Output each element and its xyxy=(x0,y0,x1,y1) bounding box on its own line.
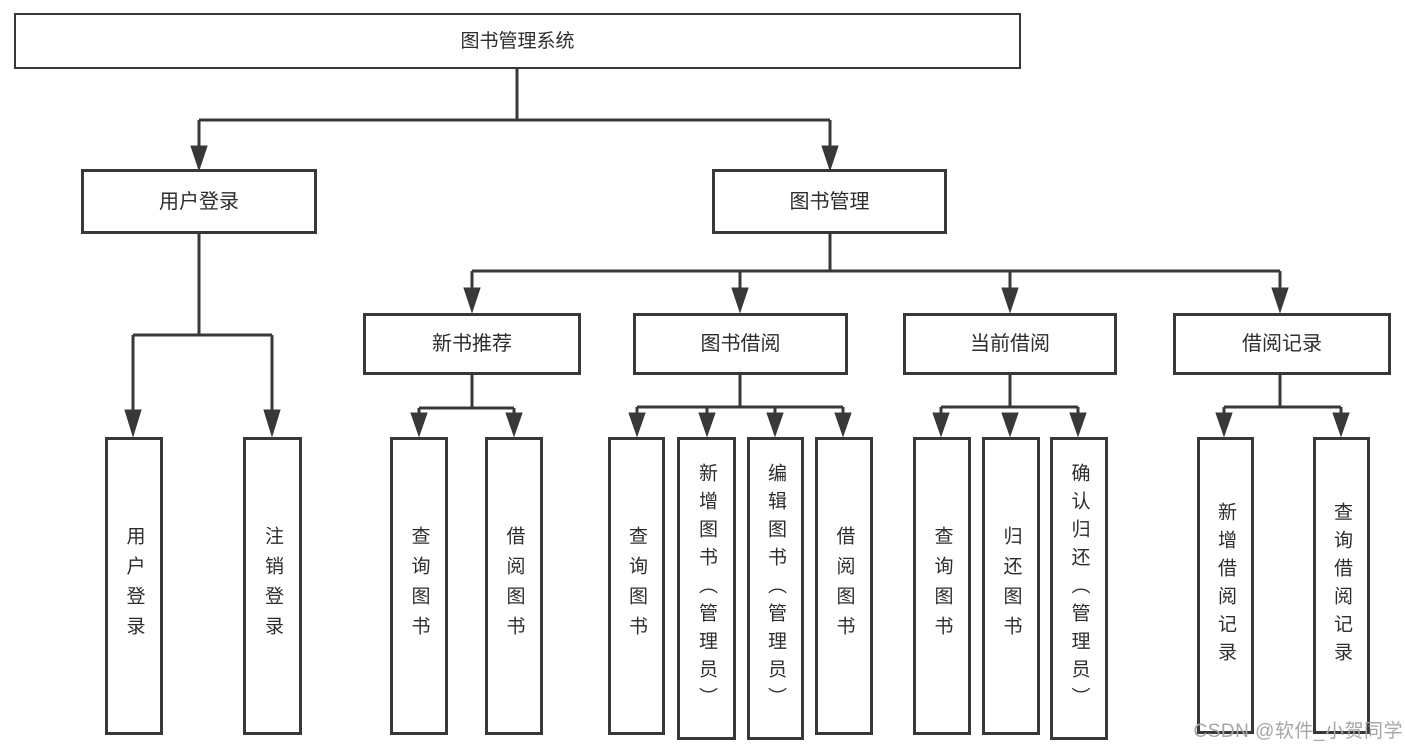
arrowhead-icon xyxy=(410,412,428,438)
arrowhead-icon xyxy=(834,412,852,438)
arrowhead-icon xyxy=(1332,412,1350,438)
arrowhead-icon xyxy=(628,412,646,438)
node-book-borrowing: 图书借阅 xyxy=(633,313,848,375)
leaf-add-borrow-record: 新增借阅记录 xyxy=(1197,437,1254,734)
arrowhead-icon xyxy=(1215,412,1233,438)
node-current-borrowing: 当前借阅 xyxy=(903,313,1117,375)
leaf-borrow-books-recommend: 借阅图书 xyxy=(485,437,543,735)
node-book-management: 图书管理 xyxy=(712,169,947,234)
leaf-add-books-admin: 新增图书（管理员） xyxy=(677,437,736,740)
arrowhead-icon xyxy=(766,412,784,438)
leaf-user-login: 用户登录 xyxy=(105,437,163,735)
arrowhead-icon xyxy=(731,287,749,314)
arrowhead-icon xyxy=(1069,412,1087,438)
node-borrowing-records: 借阅记录 xyxy=(1173,313,1391,375)
arrowhead-icon xyxy=(463,287,481,314)
leaf-logout: 注销登录 xyxy=(243,437,302,735)
node-user-login: 用户登录 xyxy=(81,169,317,234)
node-book-management-system: 图书管理系统 xyxy=(14,13,1021,69)
leaf-return-books: 归还图书 xyxy=(982,437,1040,735)
leaf-query-books-borrow: 查询图书 xyxy=(608,437,665,735)
arrowhead-icon xyxy=(1001,412,1019,438)
arrowhead-icon xyxy=(124,409,142,438)
arrowhead-icon xyxy=(1271,287,1289,314)
arrowhead-icon xyxy=(698,412,716,438)
node-new-book-recommendation: 新书推荐 xyxy=(363,313,581,375)
csdn-watermark: CSDN @软件_小贺同学 xyxy=(1193,721,1403,742)
leaf-confirm-return-admin: 确认归还（管理员） xyxy=(1050,437,1108,740)
arrowhead-icon xyxy=(190,145,208,172)
arrowhead-icon xyxy=(505,412,523,438)
leaf-query-books-recommend: 查询图书 xyxy=(390,437,448,735)
leaf-query-books-current: 查询图书 xyxy=(913,437,971,735)
leaf-query-borrow-record: 查询借阅记录 xyxy=(1313,437,1370,734)
arrowhead-icon xyxy=(1001,287,1019,314)
arrowhead-icon xyxy=(932,412,950,438)
leaf-edit-books-admin: 编辑图书（管理员） xyxy=(747,437,804,740)
leaf-borrow-books: 借阅图书 xyxy=(815,437,873,735)
arrowhead-icon xyxy=(263,409,281,438)
arrowhead-icon xyxy=(821,145,839,172)
